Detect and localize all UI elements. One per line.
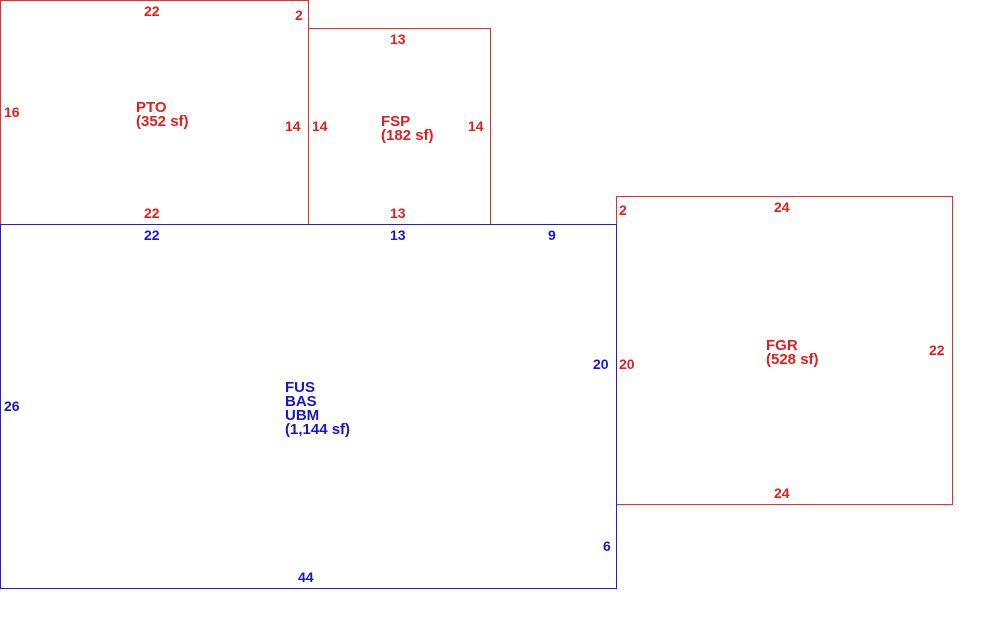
main-dim-top-a: 22	[144, 227, 160, 243]
fgr-dim-right: 22	[929, 342, 945, 358]
fgr-dim-bottom: 24	[774, 485, 790, 501]
main-code-3: UBM	[285, 407, 320, 424]
main-code-1: FUS	[285, 379, 315, 396]
pto-dim-left: 16	[4, 104, 20, 120]
pto-dim-right: 14	[285, 118, 301, 134]
fsp-dim-bottom: 13	[390, 205, 406, 221]
fsp-label: FSP (182 sf)	[381, 113, 434, 144]
pto-area: (352 sf)	[136, 113, 189, 130]
fgr-dim-left: 20	[619, 356, 635, 372]
fgr-code: FGR	[766, 337, 798, 354]
fgr-dim-top: 24	[774, 199, 790, 215]
main-area: (1,144 sf)	[285, 421, 351, 438]
main-dim-right-upper: 20	[593, 356, 609, 372]
fsp-dim-left: 14	[312, 118, 328, 134]
fgr-area: (528 sf)	[766, 351, 819, 368]
pto-dim-top-right: 2	[295, 7, 303, 23]
main-dim-top-b: 13	[390, 227, 406, 243]
main-label: FUS BAS UBM (1,144 sf)	[285, 379, 351, 438]
main-code-2: BAS	[285, 393, 317, 410]
main-dim-bottom: 44	[298, 569, 314, 585]
main-dim-top-c: 9	[548, 227, 556, 243]
fsp-dim-top: 13	[390, 31, 406, 47]
fsp-area: (182 sf)	[381, 127, 434, 144]
pto-label: PTO (352 sf)	[136, 99, 189, 130]
main-dim-left: 26	[4, 398, 20, 414]
fgr-dim-top-left: 2	[619, 202, 627, 218]
main-dim-right-lower: 6	[603, 538, 611, 554]
pto-dim-top: 22	[144, 3, 160, 19]
pto-dim-bottom: 22	[144, 205, 160, 221]
main-building-outline	[0, 224, 617, 589]
pto-code: PTO	[136, 99, 167, 116]
fgr-label: FGR (528 sf)	[766, 337, 819, 368]
fsp-code: FSP	[381, 113, 411, 130]
fsp-dim-right: 14	[468, 118, 484, 134]
